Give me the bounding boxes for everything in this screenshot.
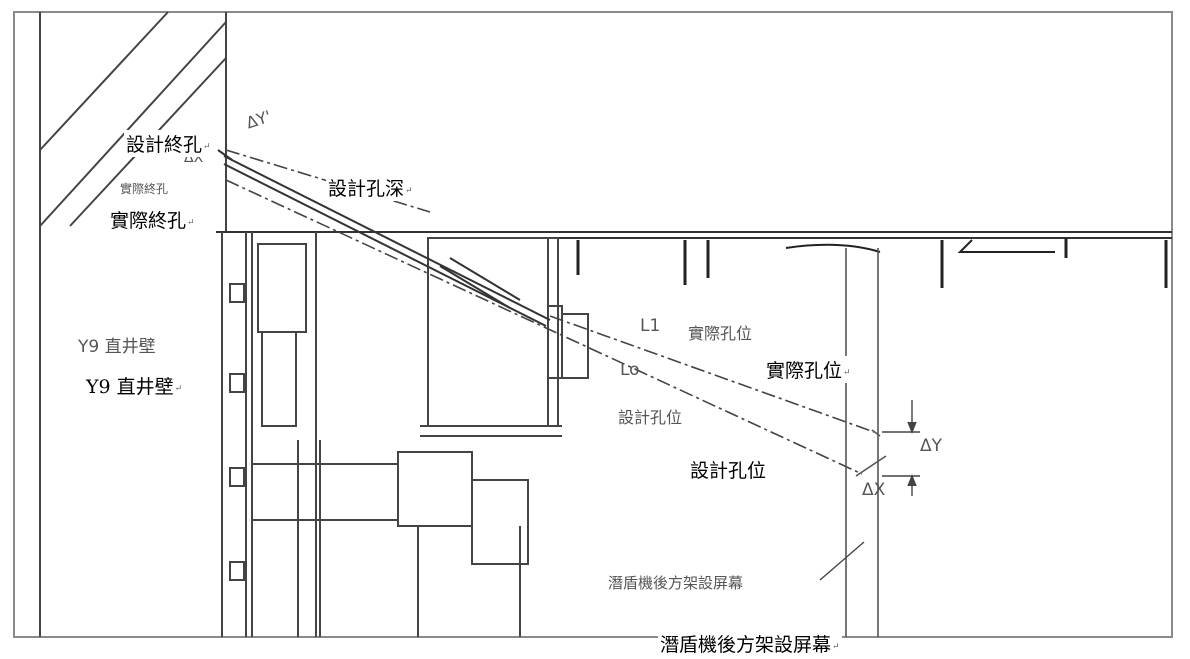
- drill-rod: [217, 149, 551, 327]
- label-tbm-screen: 潛盾機後方架設屏幕: [658, 630, 842, 657]
- actual-hole-line: [549, 315, 875, 433]
- drill-rig-frame: [420, 237, 589, 437]
- label-actual-hole-position: 實際孔位: [764, 356, 853, 383]
- cad-label-design-hole: 設計孔位: [618, 408, 683, 427]
- label-actual-end-hole: 實際終孔: [108, 206, 197, 233]
- cad-label-l1: L1: [640, 316, 661, 336]
- label-design-hole-position: 設計孔位: [688, 456, 769, 483]
- label-shaft-wall: Y9 直井壁: [84, 372, 185, 399]
- cad-label-l0: Lo: [620, 360, 640, 380]
- delta-y-dimension: [882, 400, 920, 496]
- shaft-wall: [39, 11, 227, 637]
- support-column: [221, 232, 529, 637]
- cad-label-tbm-screen: 潛盾機後方架設屏幕: [608, 574, 744, 592]
- cad-label-actual-end-hole: 實際終孔: [120, 182, 169, 196]
- screen-plane: [845, 248, 887, 637]
- label-design-end-hole: 設計終孔: [124, 130, 213, 157]
- screen-leader-line: [819, 541, 865, 581]
- cad-label-delta-y: ΔY: [920, 436, 943, 456]
- cad-label-actual-hole: 實際孔位: [688, 324, 753, 343]
- label-design-hole-depth: 設計孔深: [326, 174, 415, 201]
- ceiling-hangers: [576, 238, 1168, 288]
- diagram-frame: [13, 11, 1173, 638]
- cad-label-delta-x: ΔX: [862, 480, 886, 500]
- cad-label-shaft-wall: Y9 直井壁: [78, 337, 156, 357]
